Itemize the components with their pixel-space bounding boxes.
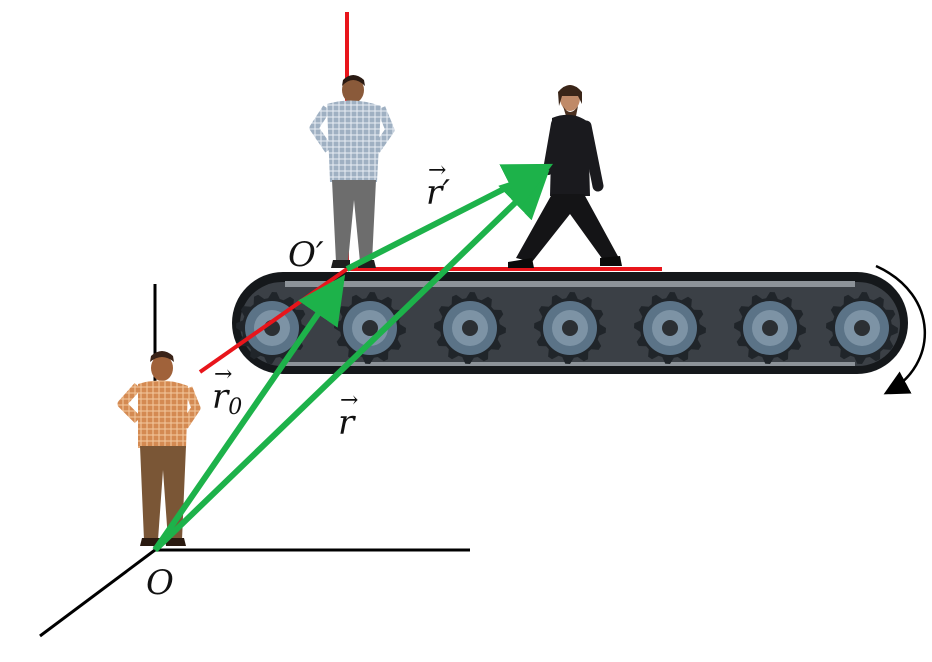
observer-ground-figure (117, 351, 201, 546)
label-origin-ground: O (146, 563, 174, 603)
label-vector-r-prime: →r′ (426, 158, 450, 213)
walking-man-figure (508, 85, 622, 268)
vector-r-arrow (152, 169, 550, 553)
conveyor-gear-icon (534, 292, 606, 364)
vector-r-prime-arrow (345, 163, 554, 272)
vector-r0-arrow (152, 274, 346, 552)
conveyor-gear-icon (734, 292, 806, 364)
conveyor-gear-icon (634, 292, 706, 364)
conveyor-belt (232, 272, 908, 374)
label-vector-r: →r (338, 388, 359, 443)
observer-moving-figure (309, 75, 395, 268)
conveyor-gear-icon (434, 292, 506, 364)
label-origin-moving: O′ (288, 235, 324, 275)
position-vectors (152, 163, 554, 553)
rotation-arrow-icon (875, 264, 927, 395)
conveyor-gear-icon (826, 292, 898, 364)
conveyor-gear-icon (334, 292, 406, 364)
label-vector-r0: →r0 (212, 362, 243, 420)
